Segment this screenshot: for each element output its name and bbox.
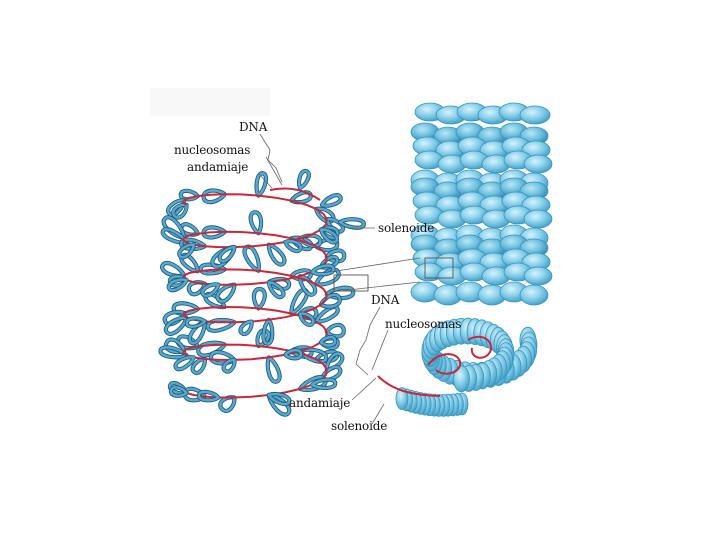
label-dna-left: DNA [239, 120, 268, 134]
label-scaffold-left: andamiaje [187, 160, 249, 174]
inset-box-right [424, 257, 454, 279]
solenoid-fiber-icon [377, 102, 553, 417]
label-scaffold-right: andamiaje [289, 396, 351, 410]
label-nucleosomes-right: nucleosomas [385, 317, 462, 331]
label-solenoid-right: solenoide [331, 419, 388, 433]
inset-box-left [333, 274, 369, 292]
looped-chromatin-icon [158, 168, 366, 417]
label-dna-right: DNA [371, 293, 400, 307]
leader-lines [257, 133, 421, 425]
label-solenoid-left: solenoide [378, 221, 435, 235]
label-nucleosomes-left: nucleosomas [174, 143, 251, 157]
